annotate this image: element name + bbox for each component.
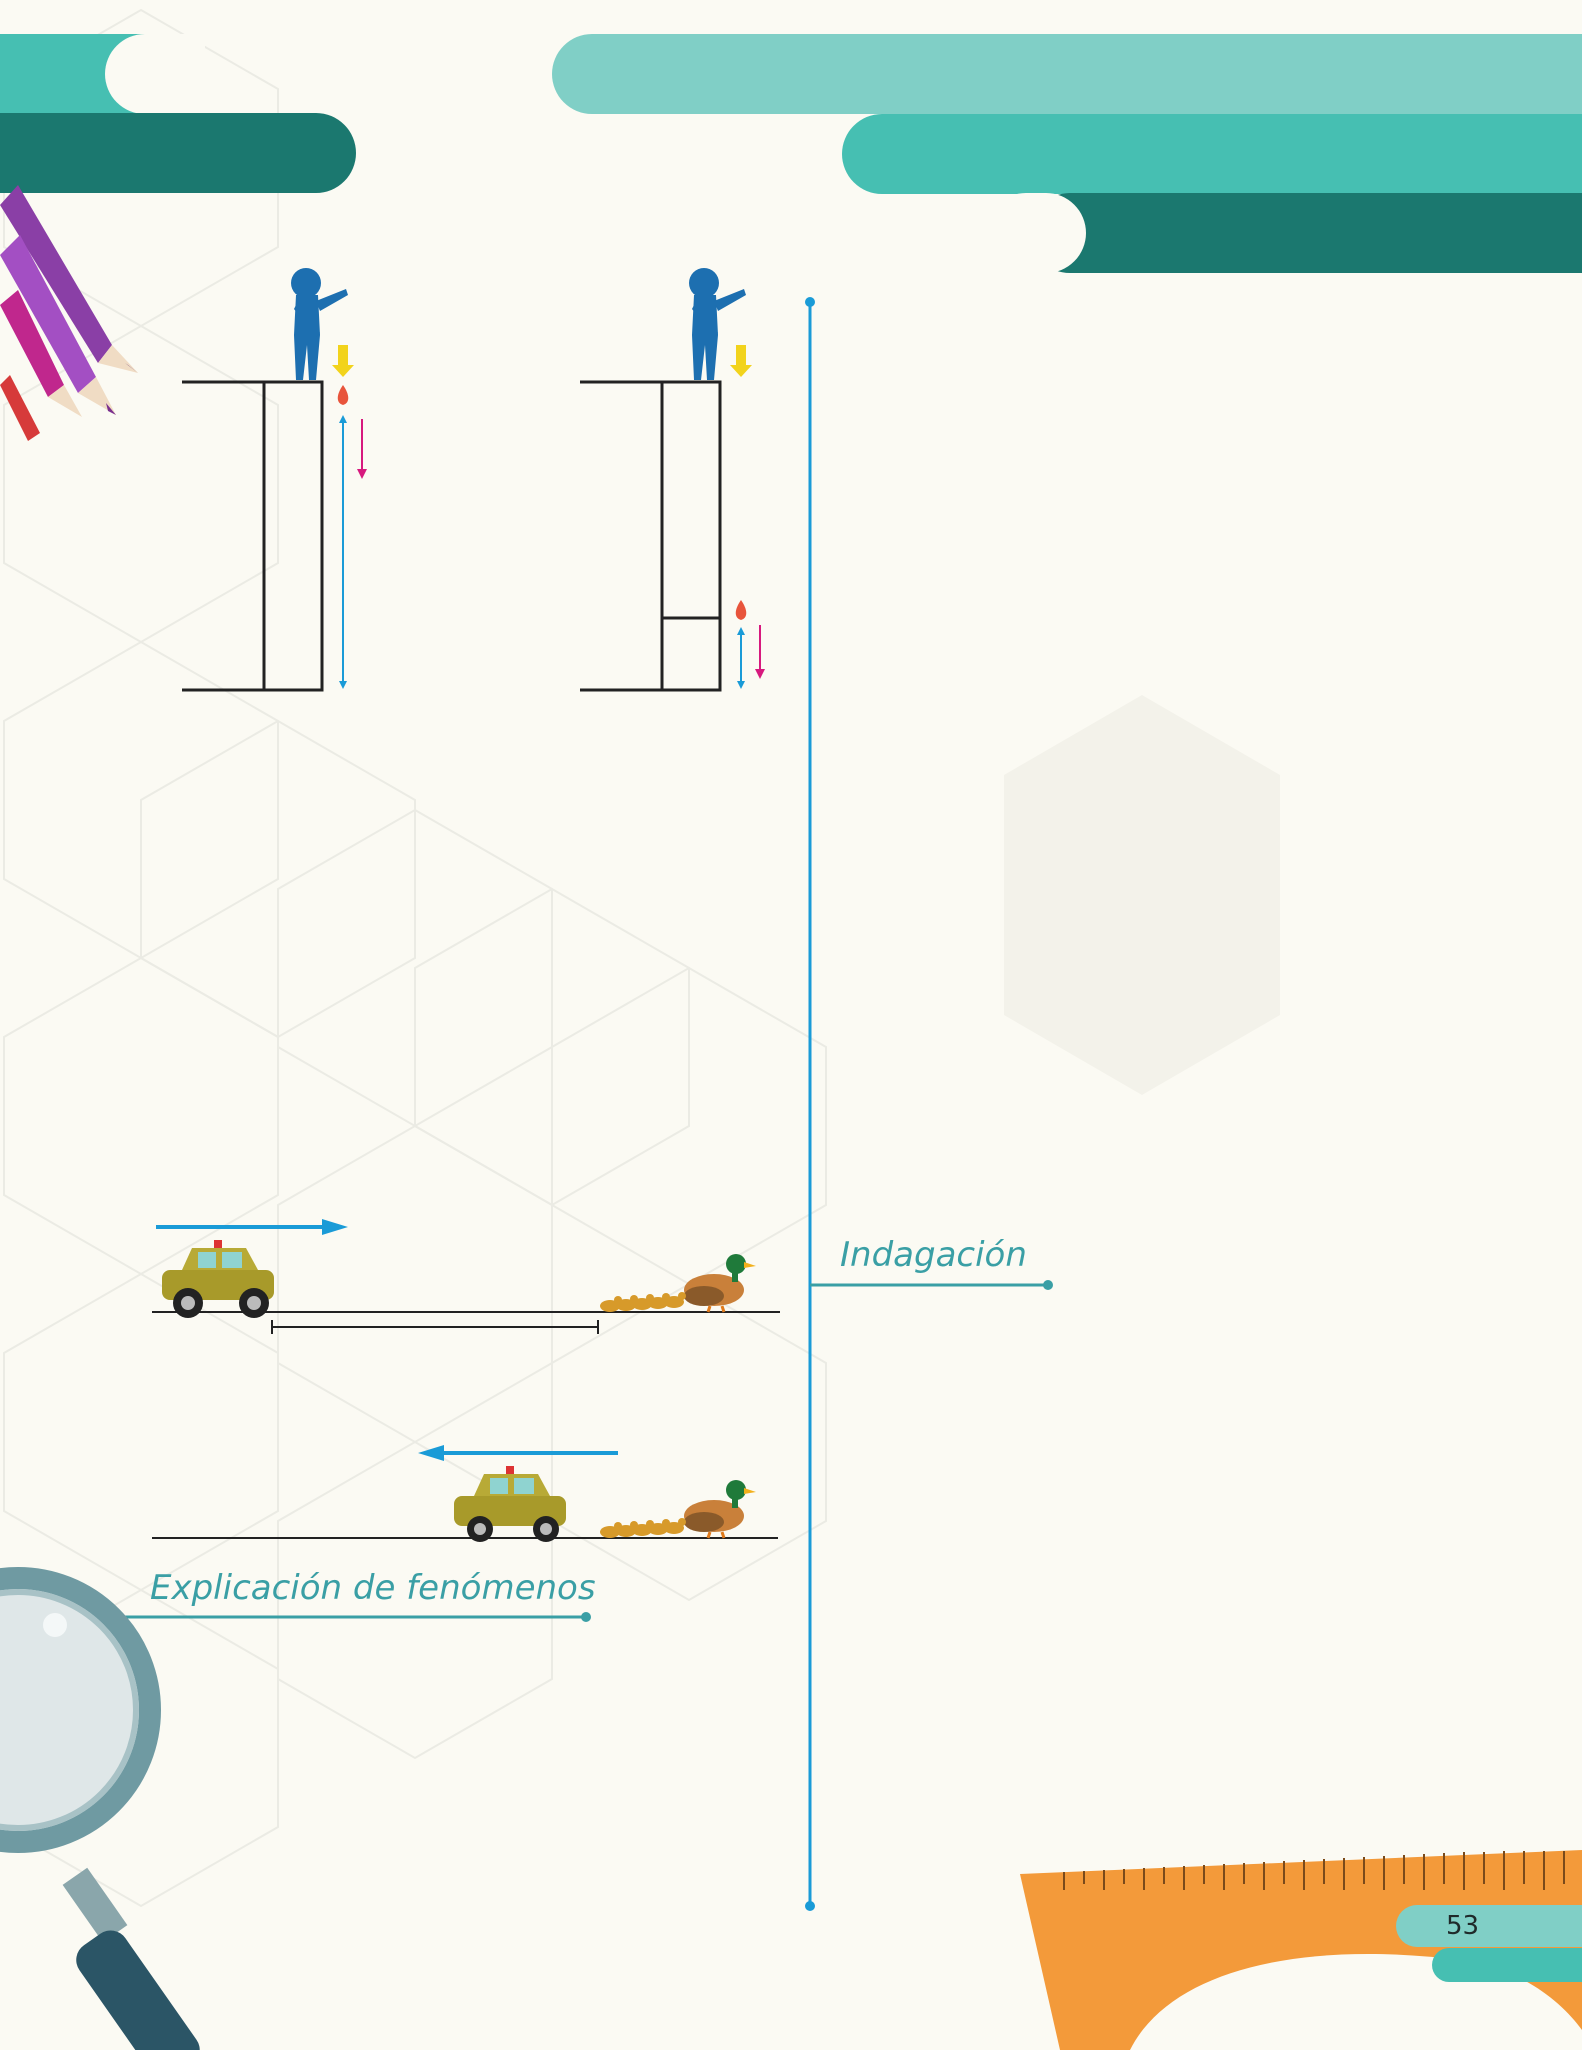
top-right-band-dark [1030,193,1582,273]
colored-pencils-icon [0,185,138,441]
page-number: 53 [1446,1911,1480,1941]
scene-car-far [152,1219,780,1334]
top-right-band-mid [842,114,1582,194]
scene-drop-top [182,268,367,692]
inquiry-underline [810,1280,1053,1290]
scene-car-near [152,1445,778,1542]
ducks-icon [600,1480,756,1539]
child-icon [291,268,348,380]
child-icon [689,268,746,380]
scene-drop-bottom [580,268,765,692]
inquiry-section-title: Indagación [840,1235,1027,1275]
car-icon [162,1240,274,1318]
vertical-divider [805,297,815,1911]
explanation-section-title: Explicación de fenómenos [150,1568,596,1608]
page-number-band-mid [1432,1948,1582,1982]
top-right-band-light [552,34,1582,114]
top-left-band-dark [0,113,356,193]
explanation-underline [36,1612,591,1622]
page-number-band-light [1396,1905,1582,1947]
magnifying-glass-icon [0,1567,200,2050]
top-left-band-light-cutout [105,34,205,114]
top-right-band-cutout [986,193,1086,273]
ducks-icon [600,1254,756,1313]
car-icon [454,1466,566,1542]
